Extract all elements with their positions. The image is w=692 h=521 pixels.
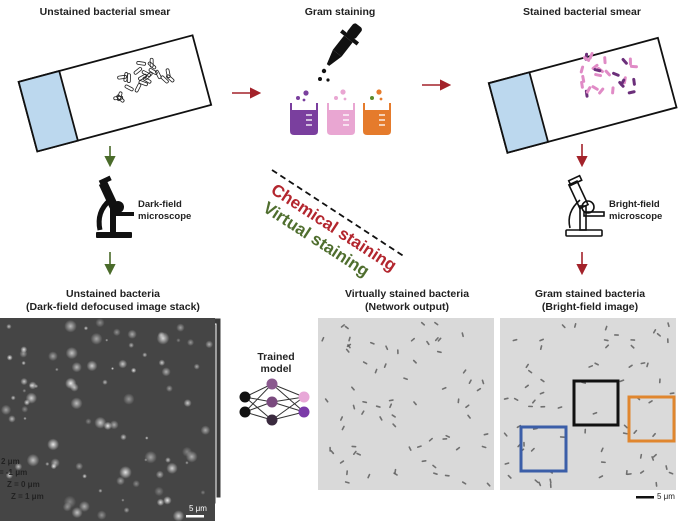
neural-network-icon [239, 378, 310, 426]
stained-slide [487, 36, 678, 154]
title-gram-bacteria-sub: (Bright-field image) [541, 301, 639, 313]
title-virtual-bacteria: Virtually stained bacteria (Network outp… [322, 288, 492, 314]
pipette-icon [326, 23, 362, 66]
title-gram-bacteria: Gram stained bacteria (Bright-field imag… [505, 288, 675, 314]
scale-bar-dark [186, 515, 204, 518]
title-unstained-bacteria-main: Unstained bacteria [66, 288, 160, 300]
beaker-orange-icon [363, 89, 391, 135]
title-virtual-bacteria-main: Virtually stained bacteria [344, 288, 470, 300]
pipette-drops-icon [318, 68, 330, 82]
gram-stained-image [500, 318, 676, 490]
roi-box-black [572, 379, 620, 427]
unstained-bacteria-sketch [113, 57, 175, 103]
staining-divider [271, 169, 406, 258]
roi-box-orange [627, 395, 676, 443]
title-gram-staining: Gram staining [304, 6, 376, 18]
unstained-slide [17, 34, 213, 153]
label-dark-field-2: microscope [138, 211, 192, 222]
z-label-1: Z = 1 μm [11, 492, 44, 501]
scale-bar-bright [636, 496, 654, 499]
z-label-top: 2 μm [1, 457, 20, 466]
stained-bacteria-sketch [579, 52, 638, 98]
title-unstained-bacteria-sub: (Dark-field defocused image stack) [26, 301, 200, 313]
scale-label-bright: 5 μm [657, 492, 675, 501]
beaker-pink-icon [327, 89, 355, 135]
label-bright-field-1: Bright-field [609, 199, 660, 210]
model-label-line1: Trained [257, 351, 295, 363]
model-label-line2: model [260, 363, 292, 375]
title-stained-smear: Stained bacterial smear [523, 6, 641, 18]
title-unstained-smear: Unstained bacterial smear [39, 6, 171, 18]
label-bright-field-2: microscope [609, 211, 663, 222]
title-unstained-bacteria: Unstained bacteria (Dark-field defocused… [8, 288, 218, 314]
z-label-neg1: = -1 μm [0, 468, 28, 477]
dark-field-microscope-icon [96, 175, 134, 238]
model-label: Trained model [245, 351, 307, 375]
roi-box-blue [519, 425, 568, 473]
z-label-0: Z = 0 μm [7, 480, 40, 489]
beaker-purple-icon [290, 90, 318, 135]
dark-field-image-stack [0, 317, 222, 521]
title-virtual-bacteria-sub: (Network output) [365, 301, 449, 313]
bright-field-microscope-icon [565, 174, 605, 237]
label-dark-field-1: Dark-field [138, 199, 182, 210]
scale-label-dark: 5 μm [189, 504, 207, 513]
virtual-stained-image [318, 318, 494, 490]
title-gram-bacteria-main: Gram stained bacteria [534, 288, 646, 300]
